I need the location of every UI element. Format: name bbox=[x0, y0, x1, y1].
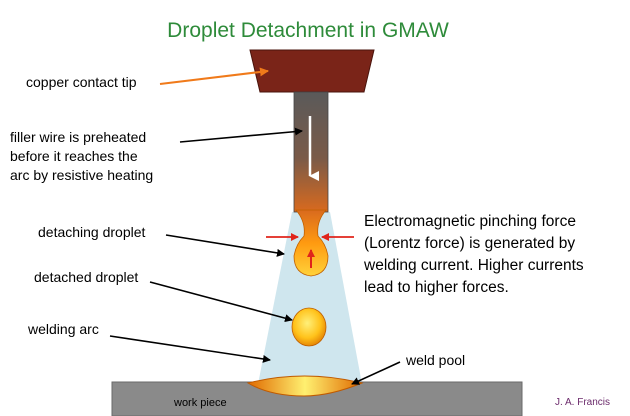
pointer-welding-arc bbox=[109, 335, 271, 363]
label-copper-contact-tip: copper contact tip bbox=[26, 74, 137, 90]
explanation-line2: (Lorentz force) is generated by bbox=[364, 235, 575, 252]
pointer-filler-wire bbox=[179, 127, 303, 143]
weld-pool bbox=[246, 375, 364, 397]
pointer-detaching-droplet bbox=[165, 234, 285, 257]
pointer-weld-pool bbox=[351, 361, 401, 385]
pointer-detached-droplet bbox=[149, 281, 293, 323]
label-weld-pool: weld pool bbox=[405, 352, 465, 368]
explanation-line4: lead to higher forces. bbox=[364, 279, 509, 296]
label-filler-wire-line1: filler wire is preheated bbox=[10, 129, 146, 145]
detaching-droplet-neck bbox=[293, 209, 329, 277]
work-piece bbox=[111, 381, 523, 416]
work-piece-label: work piece bbox=[173, 397, 227, 409]
detached-droplet bbox=[291, 307, 327, 347]
explanation-line3: welding current. Higher currents bbox=[363, 257, 584, 274]
label-welding-arc: welding arc bbox=[27, 321, 99, 337]
label-filler-wire-line3: arc by resistive heating bbox=[10, 167, 153, 183]
diagram-title: Droplet Detachment in GMAW bbox=[167, 19, 449, 42]
pointer-copper-contact-tip bbox=[159, 67, 269, 85]
explanation-line1: Electromagnetic pinching force bbox=[364, 213, 576, 230]
author-credit: J. A. Francis bbox=[555, 397, 610, 408]
label-detached-droplet: detached droplet bbox=[34, 269, 138, 285]
label-detaching-droplet: detaching droplet bbox=[38, 224, 146, 240]
label-filler-wire-line2: before it reaches the bbox=[10, 148, 138, 164]
copper-contact-tip bbox=[249, 49, 375, 93]
